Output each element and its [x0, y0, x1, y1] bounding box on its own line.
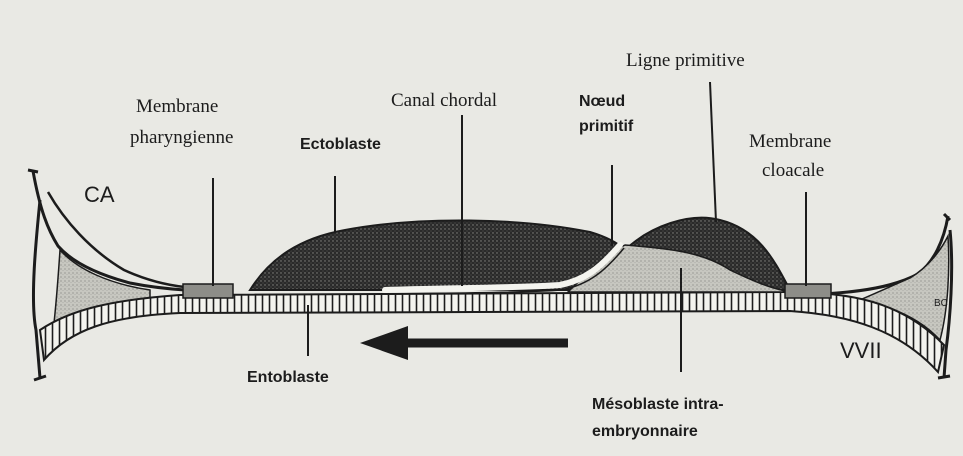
label-membrane-pharyngienne-line1: Membrane: [136, 96, 219, 117]
cloacal-membrane-block: [784, 283, 832, 299]
label-vvii: VVII: [840, 338, 882, 363]
leader-ligne-primitive: [709, 81, 717, 223]
label-canal-chordal: Canal chordal: [391, 90, 498, 111]
label-noeud-primitif-line1: Nœud: [579, 93, 626, 110]
label-membrane-pharyngienne-line2: pharyngienne: [130, 127, 234, 148]
label-ca: CA: [84, 182, 115, 207]
label-mesoblaste-line1: Mésoblaste intra-: [592, 396, 724, 413]
label-membrane-cloacale-line2: cloacale: [762, 160, 825, 181]
chordal-canal: [382, 242, 623, 293]
direction-arrow: [360, 326, 568, 360]
label-bc: BC: [934, 298, 948, 309]
entoblast-band: [38, 290, 946, 375]
label-noeud-primitif-line2: primitif: [579, 118, 634, 135]
label-entoblaste: Entoblaste: [247, 369, 329, 386]
label-ectoblaste: Ectoblaste: [300, 136, 381, 153]
pharyngeal-membrane-block: [182, 283, 234, 299]
label-membrane-cloacale-line1: Membrane: [749, 131, 832, 152]
label-mesoblaste-line2: embryonnaire: [592, 423, 698, 440]
label-ligne-primitive: Ligne primitive: [626, 50, 745, 71]
